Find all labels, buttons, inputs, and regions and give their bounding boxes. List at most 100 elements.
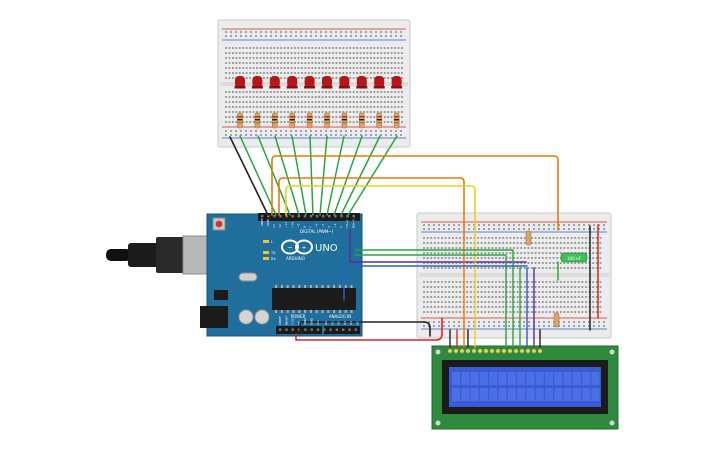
red-led-10[interactable] bbox=[391, 76, 403, 89]
power-pin-label: 3.3V bbox=[291, 317, 295, 325]
wire-purple[interactable] bbox=[349, 229, 527, 263]
resistor-10[interactable] bbox=[393, 112, 400, 129]
digital-pin-label: 8 bbox=[303, 226, 307, 228]
capacitor-2 bbox=[254, 309, 270, 325]
resistor-9[interactable] bbox=[376, 112, 382, 129]
red-led-8[interactable] bbox=[356, 76, 368, 89]
wire-green-7[interactable] bbox=[326, 135, 345, 216]
digital-pin-label: ~9 bbox=[296, 223, 300, 228]
arduino-uno-board[interactable]: − + UNO ARDUINO DIGITAL (PWM~) L TX RX P… bbox=[106, 213, 363, 337]
resistor-3[interactable] bbox=[272, 112, 278, 129]
wire-green-10[interactable] bbox=[347, 135, 398, 216]
lcd-pin[interactable] bbox=[507, 348, 513, 354]
resistor-2[interactable] bbox=[254, 112, 261, 129]
power-label: POWER bbox=[291, 314, 306, 319]
resistor-bottom[interactable] bbox=[553, 312, 560, 328]
capacitor-component[interactable] bbox=[560, 252, 588, 263]
wire-green-9[interactable] bbox=[340, 135, 381, 216]
led-row bbox=[234, 76, 403, 129]
wire-orange-long[interactable] bbox=[271, 155, 559, 231]
aref-label: AREF bbox=[260, 218, 264, 226]
digital-header[interactable] bbox=[258, 213, 360, 221]
wire-green-3[interactable] bbox=[274, 135, 300, 216]
digital-pin-label: ~6 bbox=[315, 223, 319, 228]
analog-pin-label: A3 bbox=[343, 321, 347, 325]
lcd-pin[interactable] bbox=[453, 348, 459, 354]
wire-green-5[interactable] bbox=[309, 135, 314, 216]
board-brand: ARDUINO bbox=[286, 256, 305, 261]
wire-green-8[interactable] bbox=[333, 135, 363, 216]
analog-pin-label: A2 bbox=[337, 321, 341, 325]
resistor-4[interactable] bbox=[289, 112, 295, 129]
power-pin-label: 5V bbox=[297, 320, 301, 325]
resistor-8[interactable] bbox=[359, 112, 365, 129]
lcd-pin[interactable] bbox=[447, 348, 453, 354]
analog-pin-label: A5 bbox=[356, 321, 360, 325]
led-tx-label: TX bbox=[270, 251, 276, 255]
power-jack bbox=[200, 306, 228, 328]
lcd-pin[interactable] bbox=[483, 348, 489, 354]
wire-green-d-a[interactable] bbox=[354, 254, 507, 269]
lcd-pin[interactable] bbox=[513, 348, 519, 354]
red-led-5[interactable] bbox=[304, 76, 316, 89]
digital-pin-label: ~5 bbox=[321, 223, 325, 228]
wire-yellow[interactable] bbox=[285, 185, 476, 241]
right-breadboard[interactable]: 100 nF bbox=[416, 212, 612, 339]
top-breadboard[interactable] bbox=[217, 19, 411, 148]
crystal bbox=[238, 272, 258, 282]
power-pin-label: Vin bbox=[316, 320, 320, 325]
resistor-5[interactable] bbox=[306, 112, 313, 129]
wire-black-gnd-right[interactable] bbox=[299, 321, 431, 337]
analog-pin-label: A4 bbox=[349, 321, 353, 325]
wire-black-gnd-top[interactable] bbox=[229, 136, 269, 216]
resistor-1[interactable] bbox=[237, 112, 243, 129]
power-pin-label: IOREF bbox=[278, 316, 282, 325]
red-led-4[interactable] bbox=[286, 76, 298, 89]
red-led-7[interactable] bbox=[338, 76, 350, 89]
wire-green-d-b[interactable] bbox=[354, 249, 514, 269]
resistor-7[interactable] bbox=[341, 112, 348, 129]
red-led-9[interactable] bbox=[373, 76, 385, 89]
resistor-top[interactable] bbox=[525, 230, 532, 246]
wire-orange-short[interactable] bbox=[278, 177, 465, 241]
red-led-1[interactable] bbox=[234, 76, 246, 89]
red-led-6[interactable] bbox=[321, 76, 333, 89]
capacitor-1 bbox=[238, 309, 254, 325]
led-l-label: L bbox=[271, 240, 273, 244]
arduino-logo-icon: − + bbox=[281, 239, 313, 255]
wire-green-2[interactable] bbox=[257, 135, 291, 216]
lcd-pin[interactable] bbox=[501, 348, 507, 354]
analog-pin-label: A0 bbox=[324, 321, 328, 325]
microcontroller-chip bbox=[272, 288, 356, 310]
analog-pin-label: A1 bbox=[330, 321, 334, 325]
lcd-pin[interactable] bbox=[525, 348, 531, 354]
lcd-pin[interactable] bbox=[465, 348, 471, 354]
wire-red-5v[interactable] bbox=[295, 317, 443, 341]
lcd-pin[interactable] bbox=[495, 348, 501, 354]
lcd-pin[interactable] bbox=[459, 348, 465, 354]
red-led-2[interactable] bbox=[251, 76, 263, 89]
analog-label: ANALOG IN bbox=[329, 314, 351, 319]
lcd-pin[interactable] bbox=[489, 348, 495, 354]
wire-green-4[interactable] bbox=[291, 135, 307, 216]
power-pin-label: RESET bbox=[284, 315, 288, 325]
lcd-pin[interactable] bbox=[519, 348, 525, 354]
digital-pin-label: ~11 bbox=[284, 222, 288, 228]
lcd-module[interactable] bbox=[431, 345, 619, 430]
lcd-pin[interactable] bbox=[471, 348, 477, 354]
resistor-6[interactable] bbox=[324, 112, 330, 129]
lcd-pin[interactable] bbox=[477, 348, 483, 354]
digital-pin-label: RX←0 bbox=[351, 219, 355, 228]
red-led-3[interactable] bbox=[269, 76, 281, 89]
lcd-pin[interactable] bbox=[537, 348, 543, 354]
digital-pin-label: 4 bbox=[327, 226, 331, 228]
wire-green-6[interactable] bbox=[319, 135, 328, 216]
digital-pin-label: 7 bbox=[309, 226, 313, 228]
svg-text:−: − bbox=[287, 245, 292, 252]
power-pin-label: GND bbox=[303, 317, 307, 325]
digital-pin-label: 13 bbox=[272, 224, 276, 228]
lcd-pin[interactable] bbox=[531, 348, 537, 354]
wire-green-1[interactable] bbox=[239, 135, 277, 216]
